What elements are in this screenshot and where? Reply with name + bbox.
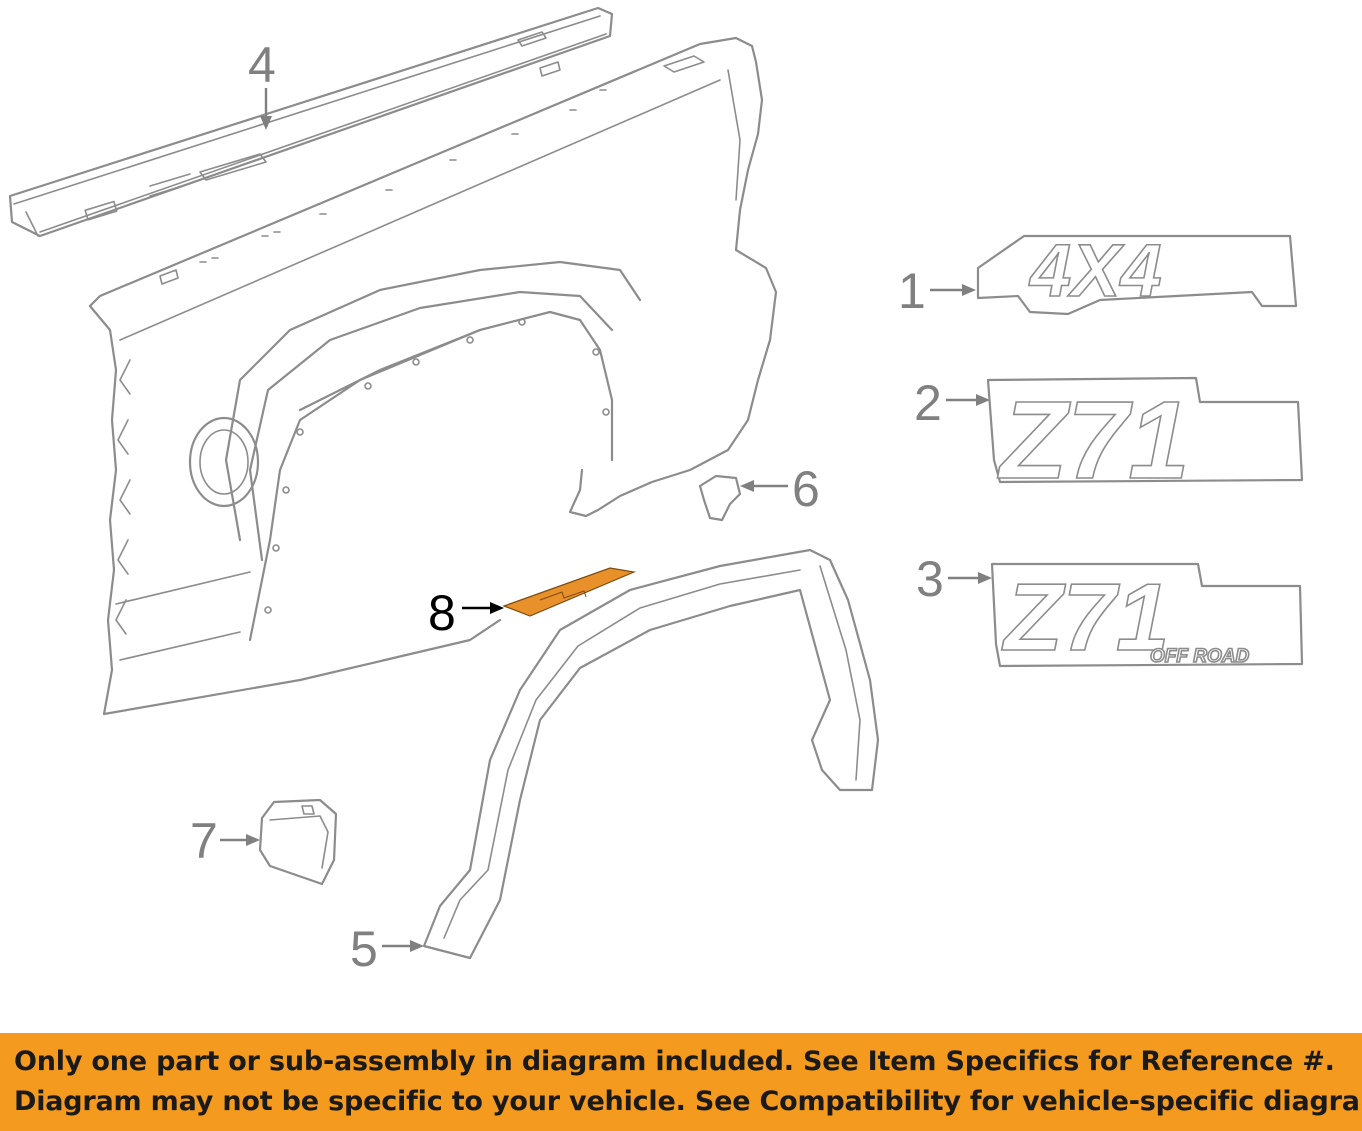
disclaimer-line-2: Diagram may not be specific to your vehi… (14, 1086, 1362, 1117)
callout-5: 5 (350, 921, 424, 977)
disclaimer-banner: Only one part or sub-assembly in diagram… (0, 1033, 1362, 1131)
z71-off-road-emblem-part: Z71 OFF ROAD (990, 562, 1304, 672)
callout-7-number: 7 (190, 813, 218, 869)
callout-8-number: 8 (428, 585, 456, 641)
end-cap-part (258, 798, 338, 886)
callout-4-number: 4 (248, 37, 276, 93)
badge-1-text: 4X4 (1028, 229, 1162, 312)
parts-diagram: 4X4 Z71 Z71 OFF ROAD 1 2 3 4 5 6 (8, 6, 1304, 977)
bed-side-panel (88, 36, 778, 716)
callout-1-number: 1 (898, 263, 926, 319)
callout-2: 2 (914, 375, 990, 431)
callout-4: 4 (248, 37, 276, 130)
badge-2-text: Z71 (997, 379, 1190, 502)
bed-rail-cap-part (8, 6, 614, 238)
disclaimer-line-1: Only one part or sub-assembly in diagram… (14, 1046, 1335, 1077)
z71-emblem-part: Z71 (986, 376, 1304, 503)
tape-label-part (502, 567, 637, 617)
tape-label-highlight (502, 567, 637, 617)
callout-6-number: 6 (792, 461, 820, 517)
badge-3-subtext: OFF ROAD (1150, 646, 1249, 667)
parts-diagram-svg: 4X4 Z71 Z71 OFF ROAD 1 2 3 4 5 6 (8, 6, 1304, 977)
callout-3-number: 3 (916, 551, 944, 607)
4x4-emblem-part: 4X4 (976, 228, 1298, 316)
callout-5-number: 5 (350, 921, 378, 977)
callout-8: 8 (428, 585, 504, 641)
wheel-opening-molding-part (422, 548, 880, 960)
molding-clip-part (698, 474, 742, 522)
badge-3-text: Z71 (1001, 564, 1169, 671)
callout-7: 7 (190, 813, 260, 869)
callout-6: 6 (740, 461, 820, 517)
callout-2-number: 2 (914, 375, 942, 431)
callout-1: 1 (898, 263, 976, 319)
callout-3: 3 (916, 551, 992, 607)
